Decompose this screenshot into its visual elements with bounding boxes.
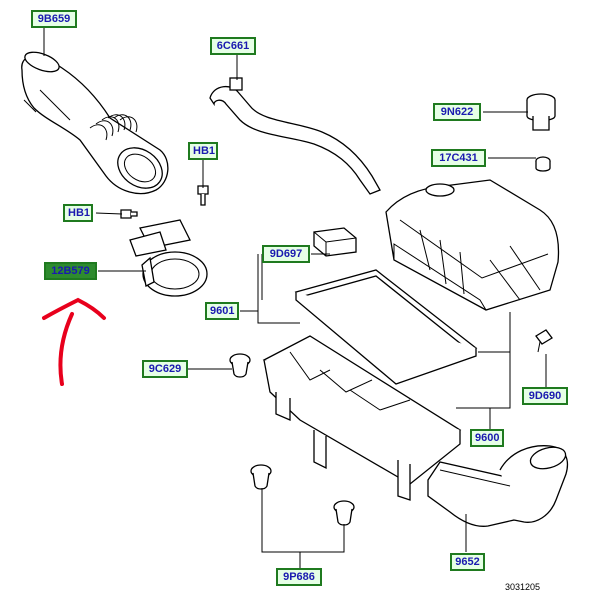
clip-upper-drawing [197, 185, 209, 206]
reference-number: 3031205 [505, 582, 541, 592]
grommet-drawing [535, 156, 551, 172]
part-label-HB1-lower: HB1 [63, 204, 93, 222]
part-label-9652: 9652 [450, 553, 485, 571]
connector-drawing [535, 329, 553, 353]
mount-grommets-bottom-drawing [250, 464, 355, 526]
airbox-lower-drawing [262, 335, 462, 501]
breather-hose-drawing [209, 77, 381, 195]
air-filter-drawing [294, 269, 478, 385]
part-label-17C431: 17C431 [431, 149, 486, 167]
part-label-9B659: 9B659 [31, 10, 77, 28]
intake-hose-drawing [21, 51, 169, 195]
part-label-9P686: 9P686 [276, 568, 322, 586]
part-label-9600: 9600 [470, 429, 504, 447]
part-label-9D697: 9D697 [262, 245, 310, 263]
maf-sensor-drawing [129, 219, 208, 297]
resonator-duct-drawing [427, 445, 569, 527]
part-label-9D690: 9D690 [522, 387, 568, 405]
part-label-9N622: 9N622 [433, 103, 481, 121]
clip-lower-drawing [120, 209, 138, 219]
part-label-9601: 9601 [205, 302, 239, 320]
part-label-9C629: 9C629 [142, 360, 188, 378]
part-label-6C661: 6C661 [210, 37, 256, 55]
annotation-arrow [42, 297, 106, 386]
airbox-cover-drawing [385, 179, 560, 311]
part-label-HB1-upper: HB1 [188, 142, 218, 160]
part-label-12B579: 12B579 [44, 262, 97, 280]
filter-block-drawing [313, 227, 357, 257]
valve-drawing [526, 93, 556, 131]
mount-grommet-left-drawing [229, 353, 251, 378]
